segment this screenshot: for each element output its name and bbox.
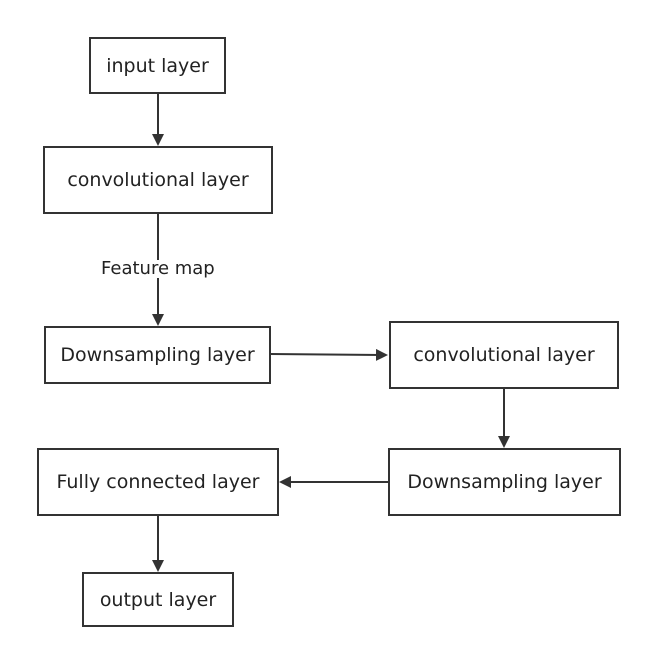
- downsampling-layer-node-2: Downsampling layer: [388, 448, 621, 516]
- feature-map-label: Feature map: [98, 260, 218, 278]
- arrow-down1-to-conv2: [269, 348, 388, 361]
- downsampling-layer-node-1: Downsampling layer: [44, 326, 271, 384]
- input-layer-node: input layer: [89, 37, 226, 94]
- convolutional-layer-node-1: convolutional layer: [43, 146, 273, 214]
- convolutional-layer-node-2: convolutional layer: [389, 321, 619, 389]
- output-layer-node: output layer: [82, 572, 234, 627]
- fully-connected-layer-node: Fully connected layer: [37, 448, 279, 516]
